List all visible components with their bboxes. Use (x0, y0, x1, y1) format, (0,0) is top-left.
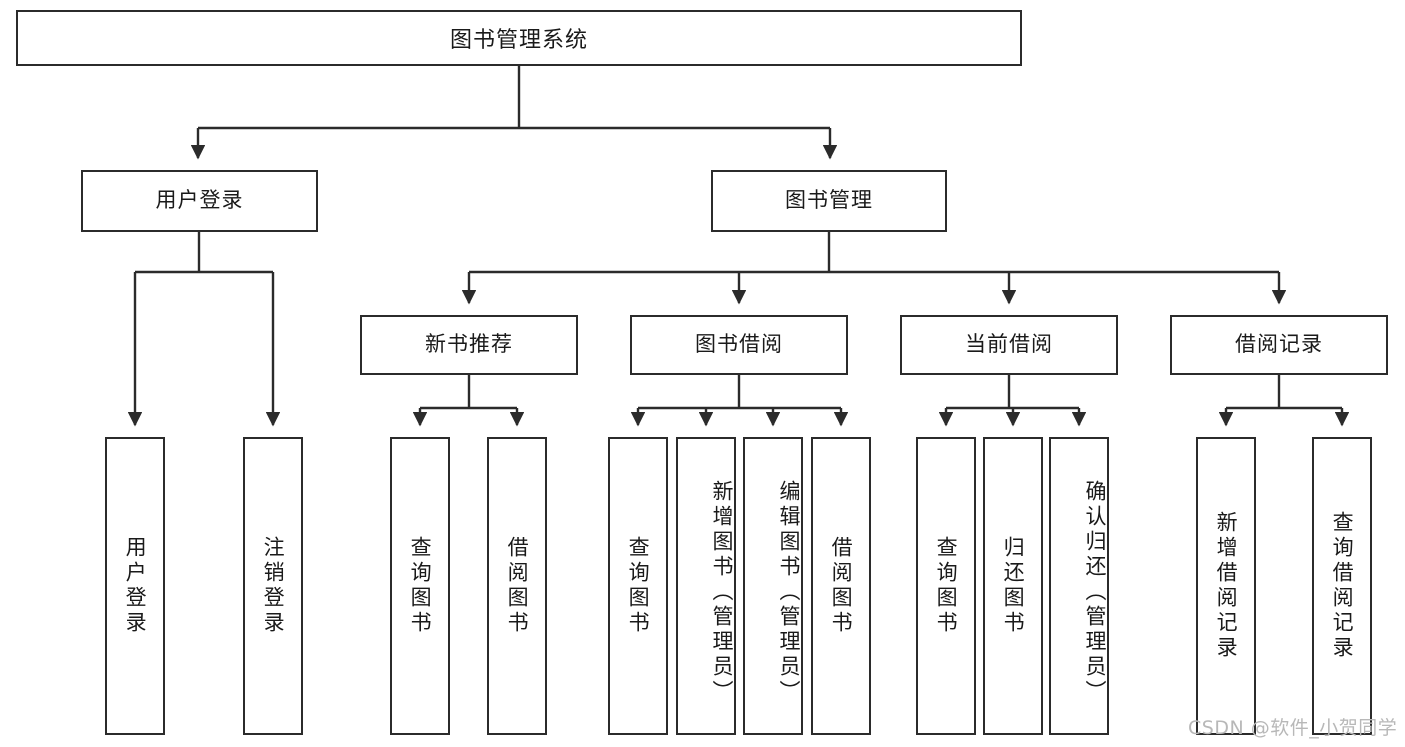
node-label: 确认归还（管理员） (1083, 479, 1107, 705)
leaf-query-book-recommend[interactable]: 查询图书 (390, 437, 450, 735)
node-borrow-record[interactable]: 借阅记录 (1170, 315, 1388, 375)
node-label: 新增借阅记录 (1214, 511, 1239, 661)
leaf-query-book-current[interactable]: 查询图书 (916, 437, 976, 735)
node-label: 查询借阅记录 (1330, 511, 1355, 661)
node-root-system[interactable]: 图书管理系统 (16, 10, 1022, 66)
node-current-borrow[interactable]: 当前借阅 (900, 315, 1118, 375)
node-label: 借阅图书 (829, 536, 854, 636)
leaf-user-login[interactable]: 用户登录 (105, 437, 165, 735)
node-label: 查询图书 (934, 536, 959, 636)
leaf-borrow-book[interactable]: 借阅图书 (811, 437, 871, 735)
leaf-logout[interactable]: 注销登录 (243, 437, 303, 735)
leaf-query-borrow-record[interactable]: 查询借阅记录 (1312, 437, 1372, 735)
node-label: 当前借阅 (965, 332, 1053, 357)
leaf-confirm-return-admin[interactable]: 确认归还（管理员） (1049, 437, 1109, 735)
node-new-book-recommend[interactable]: 新书推荐 (360, 315, 578, 375)
node-book-borrow[interactable]: 图书借阅 (630, 315, 848, 375)
node-label: 借阅记录 (1235, 332, 1323, 357)
node-label: 新增图书（管理员） (710, 479, 734, 705)
leaf-query-book-borrow[interactable]: 查询图书 (608, 437, 668, 735)
node-label: 用户登录 (123, 536, 148, 636)
node-label: 图书管理系统 (449, 28, 588, 53)
node-label: 借阅图书 (505, 536, 530, 636)
node-label: 归还图书 (1001, 536, 1026, 636)
node-book-management[interactable]: 图书管理 (711, 170, 947, 232)
node-label: 图书管理 (785, 188, 873, 213)
node-label: 注销登录 (261, 536, 286, 636)
leaf-borrow-book-recommend[interactable]: 借阅图书 (487, 437, 547, 735)
node-user-login[interactable]: 用户登录 (81, 170, 318, 232)
watermark: CSDN @软件_小贺同学 (1188, 717, 1398, 739)
node-label: 图书借阅 (695, 332, 783, 357)
node-label: 查询图书 (626, 536, 651, 636)
node-label: 编辑图书（管理员） (777, 479, 801, 705)
leaf-add-borrow-record[interactable]: 新增借阅记录 (1196, 437, 1256, 735)
leaf-add-book-admin[interactable]: 新增图书（管理员） (676, 437, 736, 735)
node-label: 用户登录 (155, 188, 244, 213)
node-label: 查询图书 (408, 536, 433, 636)
leaf-return-book[interactable]: 归还图书 (983, 437, 1043, 735)
leaf-edit-book-admin[interactable]: 编辑图书（管理员） (743, 437, 803, 735)
node-label: 新书推荐 (425, 332, 513, 357)
